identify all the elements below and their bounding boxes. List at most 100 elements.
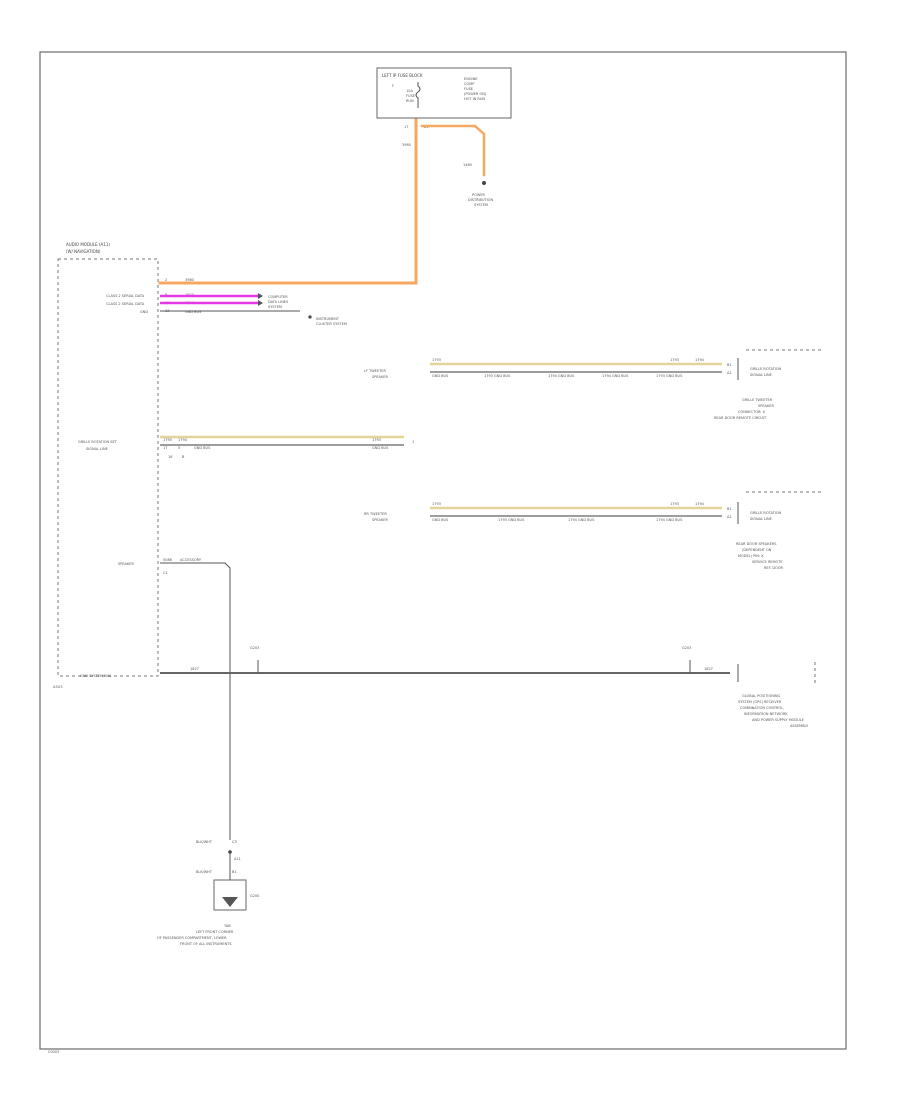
tone-label: GRILLE ROTATION SET: [78, 440, 118, 444]
fuse-label: F: [392, 84, 394, 88]
lf-dest2-label: GRILLE TWEETER: [742, 398, 773, 402]
tone-right-pin: 1: [412, 440, 414, 444]
lf-segment: 1794 GND BUS: [548, 374, 575, 378]
module-id: A3G3: [53, 685, 63, 689]
rr-code: 1793: [432, 502, 441, 506]
fuse-side-label: ENGINE: [464, 77, 477, 81]
diagram-frame: [39, 51, 847, 1050]
lf-dest2-label: SPEAKER: [758, 404, 774, 408]
ground-bus-code: 1827: [190, 667, 199, 671]
rr-tweeter-row: RR TWEETER SPEAKER 1793 GND BUS 1793 GND…: [364, 491, 822, 570]
lf-code: 1794: [695, 358, 705, 362]
fuse-side-label: (POWER ON): [464, 92, 487, 96]
tone-pin: 5: [178, 446, 180, 450]
serial-arrow: [258, 293, 263, 306]
ground-bus-left-label: GND SYSTEM BUS: [80, 674, 112, 678]
module-box: [57, 258, 159, 677]
lf-code: 1793: [670, 358, 679, 362]
tone-code: 1794: [178, 438, 188, 442]
module-row-code: GND BUS: [185, 310, 202, 314]
ground-block: [213, 879, 247, 911]
ground-symbol: [222, 897, 238, 907]
lf-dest-label: SIGNAL LINE: [750, 373, 772, 377]
tone-pin: 17: [163, 446, 167, 450]
tone-wires: GRILLE ROTATION SET SIGNAL LINE 1793 179…: [78, 435, 414, 459]
speaker-code: 5086: [163, 558, 172, 562]
mute-label-bottom: BLK/WHT: [196, 870, 213, 874]
lf-segment: GND BUS: [432, 374, 449, 378]
footer-code: C0003: [48, 1050, 59, 1054]
tone-label: SIGNAL LINE: [86, 447, 108, 451]
fuse-side-label: HOT IN RUN: [464, 97, 485, 101]
module-row-label: GND: [140, 310, 148, 314]
module-title: AUDIO MODULE (A11): [66, 242, 110, 247]
ground-dest-label: CLUSTER SYSTEM: [316, 322, 347, 326]
fuse-wire-code: 3980: [402, 143, 411, 147]
speaker-label: SPEAKER: [118, 562, 134, 566]
ground-dest-label: INSTRUMENT: [316, 317, 340, 321]
power-dist-wire: [420, 124, 486, 177]
module-row-label: CLASS 2 SERIAL DATA: [106, 294, 145, 298]
ground-caption: TAB: [223, 924, 231, 928]
rr-end-pin: A2: [727, 515, 732, 519]
rr-row-label: RR TWEETER: [364, 512, 387, 516]
lf-end-pin: B1: [727, 363, 732, 367]
mute-label-top: BLK/WHT: [196, 840, 213, 844]
ground-bus: GND SYSTEM BUS 1827 1827 G203 G203 GLOBA…: [80, 646, 816, 728]
lf-tweeter-row: LF TWEETER SPEAKER 1793 GND BUS 1793 GND…: [364, 349, 822, 420]
power-dist-label: DISTRIBUTION: [468, 198, 493, 202]
fuse-label: FUSE: [406, 94, 415, 98]
tone-pin2: B: [182, 455, 185, 459]
splice-left-label: G203: [250, 646, 259, 650]
data-dest-label: DATA LINES: [268, 300, 289, 304]
mute-pin-bottom: B1: [232, 870, 237, 874]
fuse-block: LEFT IP FUSE BLOCK F 10A FUSE RUN ENGINE…: [376, 67, 512, 147]
lf-dest2-label: CONNECTOR: X: [738, 410, 766, 414]
tone-right-code: 1793: [372, 438, 381, 442]
fuse-side-label: FUSE: [464, 87, 473, 91]
rr-segment: GND BUS: [432, 518, 449, 522]
ground-id: G200: [250, 894, 259, 898]
fuse-side-label: COMP: [464, 82, 474, 86]
lf-end-pin: A2: [727, 371, 732, 375]
speaker-pin: C1: [163, 571, 168, 575]
fuse-block-box: [376, 67, 512, 119]
power-dist-label: SYSTEM: [474, 203, 488, 207]
ground-bus-right-code: 1827: [704, 667, 713, 671]
tone-pin2: 16: [168, 455, 172, 459]
lf-code: 1793: [432, 358, 441, 362]
power-dist-label: POWER: [472, 193, 486, 197]
fuse-label: RUN: [406, 99, 414, 103]
speaker-tag: ACCESSORY: [180, 558, 202, 562]
rr-dest-label: SIGNAL LINE: [750, 517, 772, 521]
fuse-pin-left: 17: [404, 125, 408, 129]
mute-switch: BLK/WHT C3 A11 BLK/WHT B1 G200 TAB LEFT …: [157, 840, 259, 946]
rr-dest2-label: REAR DOOR SPEAKERS: [736, 542, 777, 546]
power-dist-code: 1480: [463, 163, 472, 167]
lf-row-label: SPEAKER: [372, 375, 388, 379]
ground-ref-dot: [308, 315, 312, 319]
rr-segment: 1794 GND BUS: [568, 518, 595, 522]
rr-segment: 1794 GND BUS: [656, 518, 683, 522]
ground-bus-dest: GLOBAL POSITIONING: [742, 694, 780, 698]
module-row-label: CLASS 2 SERIAL DATA: [106, 302, 145, 306]
mute-part: A11: [234, 857, 241, 861]
lf-dest-label: GRILLE ROTATION: [750, 367, 782, 371]
data-dest-label: COMPUTER: [268, 295, 288, 299]
module-row-code: 3980: [185, 278, 194, 282]
ground-caption: LEFT FRONT CORNER: [196, 930, 234, 934]
rr-dest2-label: SERVICE REMOTE: [752, 560, 783, 564]
splice-right-label: G203: [682, 646, 691, 650]
lf-dest2-label: REAR DOOR REMOTE CIRCUIT: [714, 416, 767, 420]
speaker-wire-group: SPEAKER C1 5086 ACCESSORY: [118, 558, 231, 840]
lf-segment: 1793 GND BUS: [656, 374, 683, 378]
rr-code: 1794: [695, 502, 705, 506]
rr-dest2-label: MODEL) PIN: X: [738, 554, 764, 558]
ground-caption: FRONT OF ALL INSTRUMENTS: [180, 942, 232, 946]
data-dest-label: SYSTEM: [268, 305, 282, 309]
fuse-symbol: [415, 82, 421, 108]
rr-code: 1793: [670, 502, 679, 506]
rr-end-pin: B1: [727, 507, 732, 511]
power-distribution: 1480 POWER DISTRIBUTION SYSTEM: [420, 124, 493, 207]
ground-bus-dest: COMBINATION CONTROL,: [740, 706, 784, 710]
